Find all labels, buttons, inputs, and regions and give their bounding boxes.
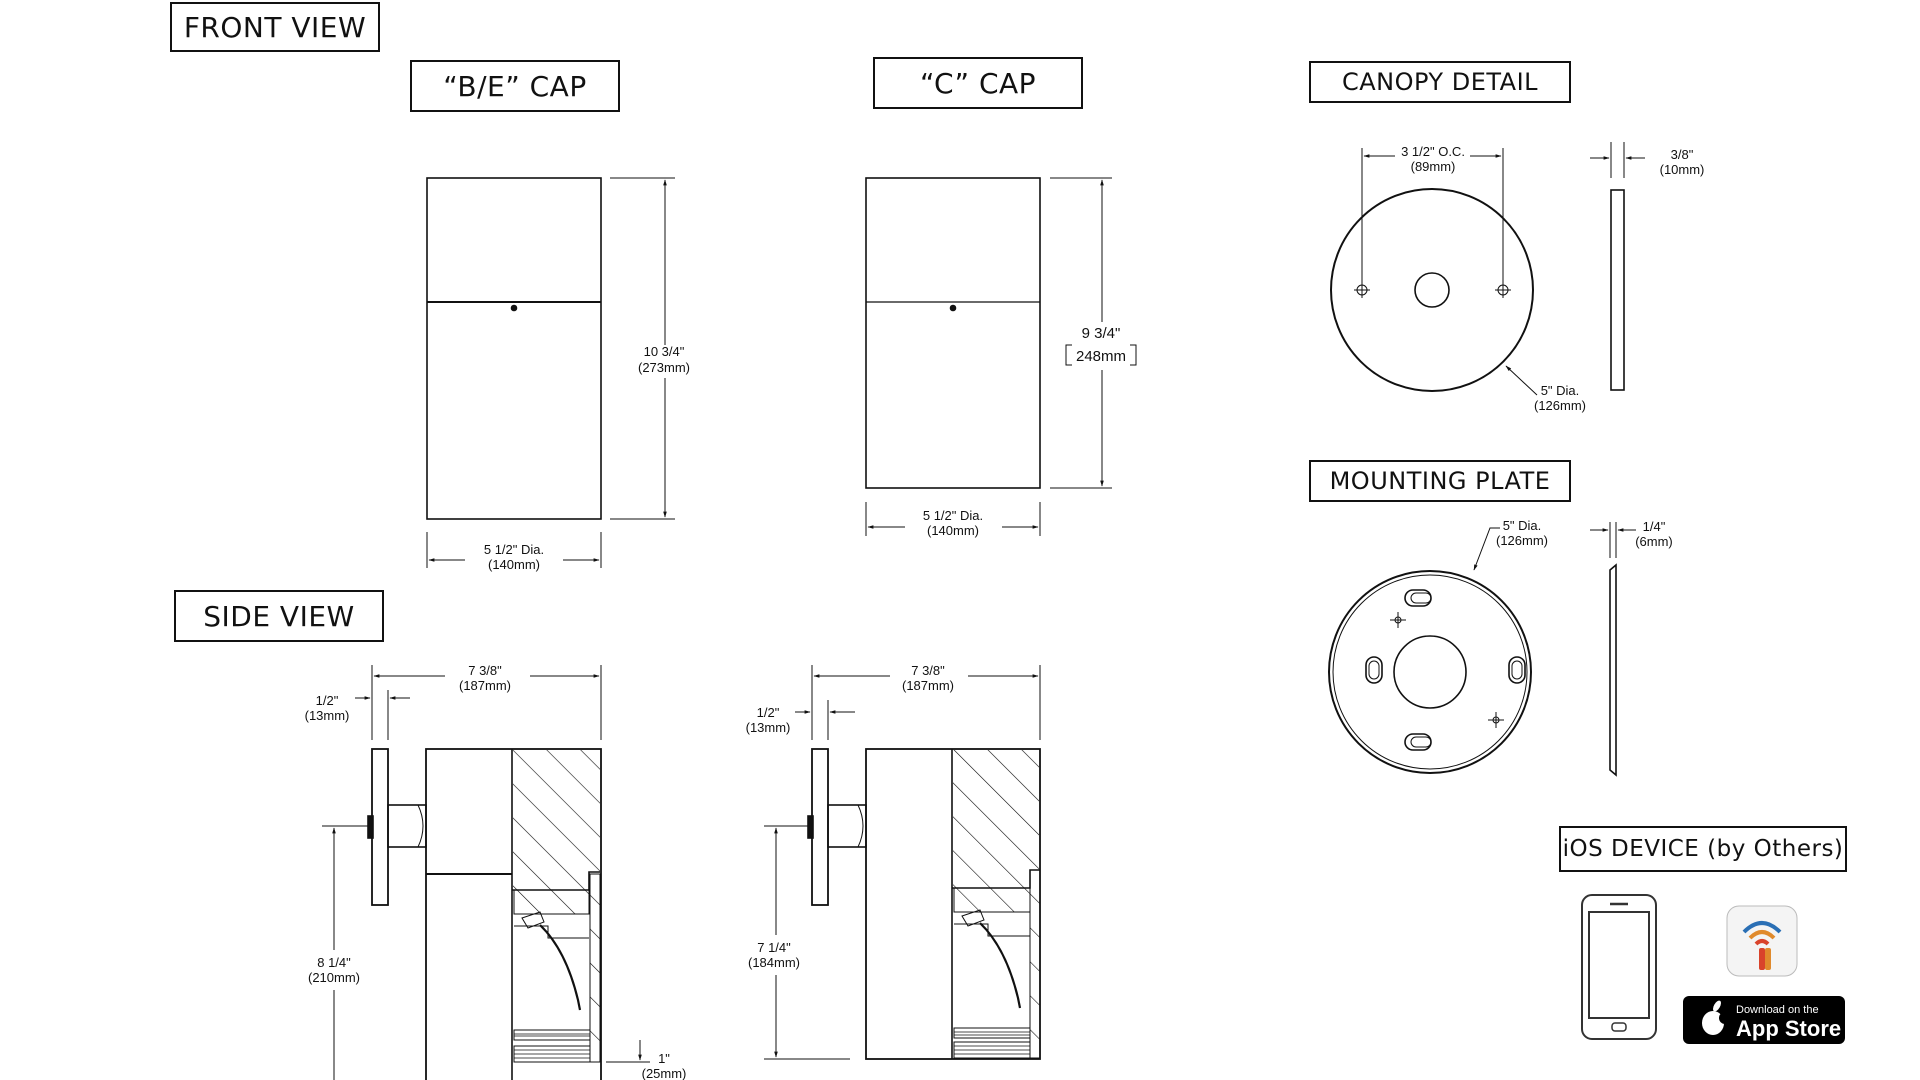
- app-store-small-text: Download on the: [1736, 1004, 1819, 1016]
- c-cap-title: “C” CAP: [873, 57, 1083, 109]
- c-height-mm-label: 248mm: [1076, 348, 1126, 365]
- c-height-label: 9 3/4": [1082, 325, 1121, 342]
- side-be-lens-mm-label: (25mm): [642, 1066, 687, 1080]
- mounting-plate-drawing: [1328, 522, 1636, 777]
- side-be-mount-mm-label: (210mm): [308, 970, 360, 985]
- side-c-drawing: [764, 665, 1041, 1060]
- mounting-plate-title: MOUNTING PLATE: [1309, 460, 1571, 502]
- side-be-drawing: [322, 665, 650, 1080]
- side-c-mount-mm-label: (184mm): [748, 955, 800, 970]
- front-be-drawing: [426, 177, 675, 568]
- side-c-mount-label: 7 1/4": [757, 940, 791, 955]
- c-dia-mm-label: (140mm): [927, 523, 979, 538]
- plate-thick-mm-label: (6mm): [1635, 534, 1673, 549]
- canopy-dia-label: 5" Dia.: [1541, 383, 1580, 398]
- side-c-offset-mm-label: (13mm): [746, 720, 791, 735]
- be-cap-title: “B/E” CAP: [410, 60, 620, 112]
- app-icon: [1726, 905, 1798, 977]
- side-be-offset-label: 1/2": [316, 693, 339, 708]
- app-store-badge[interactable]: Download on the App Store: [1683, 996, 1845, 1044]
- side-view-title: SIDE VIEW: [174, 590, 384, 642]
- be-height-label: 10 3/4": [644, 344, 685, 359]
- canopy-oc-mm-label: (89mm): [1411, 159, 1456, 174]
- canopy-oc-label: 3 1/2" O.C.: [1401, 144, 1465, 159]
- canopy-dia-mm-label: (126mm): [1534, 398, 1586, 413]
- side-c-offset-label: 1/2": [757, 705, 780, 720]
- side-c-depth-label: 7 3/8": [911, 663, 945, 678]
- canopy-thick-mm-label: (10mm): [1660, 162, 1705, 177]
- be-dia-mm-label: (140mm): [488, 557, 540, 572]
- side-be-offset-mm-label: (13mm): [305, 708, 350, 723]
- canopy-thick-label: 3/8": [1671, 147, 1694, 162]
- app-store-big-text: App Store: [1736, 1016, 1841, 1041]
- side-be-lens-label: 1": [658, 1051, 670, 1066]
- plate-thick-label: 1/4": [1643, 519, 1666, 534]
- plate-dia-label: 5" Dia.: [1503, 518, 1542, 533]
- side-be-depth-label: 7 3/8": [468, 663, 502, 678]
- plate-dia-mm-label: (126mm): [1496, 533, 1548, 548]
- be-dia-label: 5 1/2" Dia.: [484, 542, 544, 557]
- be-height-mm-label: (273mm): [638, 360, 690, 375]
- ios-device-title: iOS DEVICE (by Others): [1559, 826, 1847, 872]
- side-c-depth-mm-label: (187mm): [902, 678, 954, 693]
- c-dia-label: 5 1/2" Dia.: [923, 508, 983, 523]
- side-be-mount-label: 8 1/4": [317, 955, 351, 970]
- side-be-depth-mm-label: (187mm): [459, 678, 511, 693]
- front-c-drawing: [865, 177, 1137, 536]
- front-view-title: FRONT VIEW: [170, 2, 380, 52]
- canopy-detail-title: CANOPY DETAIL: [1309, 61, 1571, 103]
- phone-icon: [1581, 894, 1657, 1040]
- apple-logo-icon: [1702, 1000, 1731, 1035]
- canopy-drawing: [1330, 142, 1645, 396]
